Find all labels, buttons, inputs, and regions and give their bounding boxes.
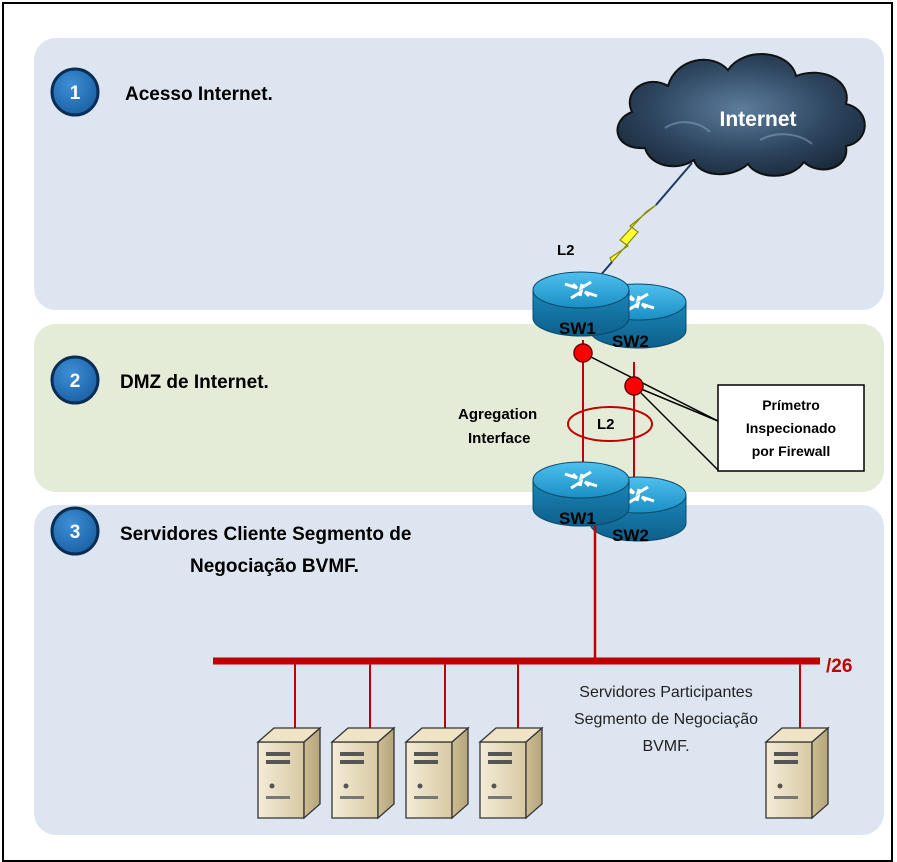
callout-line-2	[633, 385, 719, 422]
internet-cloud-icon	[616, 53, 866, 177]
aggregation-ellipse	[567, 406, 653, 442]
zone-dmz	[34, 324, 884, 492]
callout-line-3	[633, 385, 719, 471]
firewall-point-2	[624, 376, 644, 396]
aggregation-label-line2: Interface	[468, 430, 531, 447]
server-icon	[478, 726, 544, 820]
zone-servers	[34, 505, 884, 835]
firewall-callout-line2: Inspecionado	[746, 420, 836, 436]
switch-sw1-bottom-label: SW1	[559, 509, 596, 528]
servers-label-line3: BVMF.	[642, 738, 689, 755]
aggregation-label-line1: Agregation	[458, 406, 537, 423]
section-3-title-line1: Servidores Cliente Segmento de	[120, 524, 411, 545]
server-icon	[330, 726, 396, 820]
lightning-bolt-icon	[609, 204, 657, 264]
router-sw1-top-icon	[532, 271, 630, 337]
servers-label-line2: Segmento de Negociação	[574, 711, 758, 728]
link-label-mid: L2	[597, 416, 615, 433]
switch-sw2-top-label: SW2	[612, 332, 649, 351]
firewall-callout-line1: Prímetro	[762, 397, 820, 413]
link-label-top: L2	[557, 242, 575, 259]
badge-3-number: 3	[70, 522, 81, 543]
firewall-point-1	[573, 343, 593, 363]
firewall-callout-box	[717, 384, 865, 472]
section-3-title-line2: Negociação BVMF.	[190, 556, 359, 577]
switch-sw2-bottom-label: SW2	[612, 526, 649, 545]
switch-sw1-top-label: SW1	[559, 319, 596, 338]
section-1-title: Acesso Internet.	[125, 84, 273, 105]
router-sw1-bottom-icon	[532, 461, 630, 527]
badge-1-number: 1	[70, 83, 81, 104]
badge-1: 1	[50, 67, 100, 117]
server-icon	[764, 726, 830, 820]
section-2-title: DMZ de Internet.	[120, 372, 269, 393]
cloud-label: Internet	[719, 108, 796, 131]
wan-link-line	[655, 162, 693, 206]
badge-2: 2	[50, 355, 100, 405]
servers-label-line1: Servidores Participantes	[579, 684, 752, 701]
badge-2-number: 2	[70, 371, 81, 392]
callout-line-1	[582, 352, 719, 422]
server-icon	[256, 726, 322, 820]
firewall-callout-line3: por Firewall	[752, 443, 831, 459]
subnet-label: /26	[826, 656, 852, 677]
badge-3: 3	[50, 506, 100, 556]
server-icon	[404, 726, 470, 820]
